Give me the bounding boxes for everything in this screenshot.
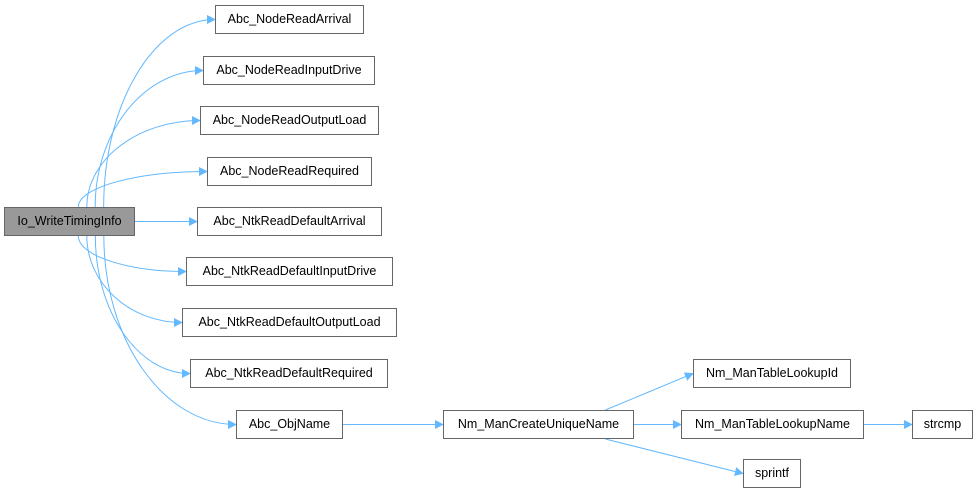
node-label: Abc_NodeReadInputDrive	[216, 63, 362, 78]
call-edge-root-to-required	[77, 167, 208, 208]
call-edge-root-to-output_load	[86, 116, 201, 208]
call-edge-root-to-def_output_load	[86, 235, 183, 327]
node-nm-mancreateuniquename[interactable]: Nm_ManCreateUniqueName	[443, 410, 634, 439]
call-edge-create_unique-to-sprintf	[605, 438, 744, 476]
node-label: Nm_ManCreateUniqueName	[457, 417, 620, 432]
node-label: Abc_NodeReadArrival	[227, 12, 352, 27]
node-sprintf[interactable]: sprintf	[743, 459, 801, 488]
node-abc-nodereadarrival[interactable]: Abc_NodeReadArrival	[215, 5, 364, 34]
node-label: Io_WriteTimingInfo	[17, 214, 122, 229]
call-edge-create_unique-to-lookup_id	[605, 372, 694, 411]
call-edge-root-to-arrival	[103, 15, 216, 208]
node-label: Nm_ManTableLookupName	[695, 417, 850, 432]
node-abc-ntkreaddefaultrequired[interactable]: Abc_NtkReadDefaultRequired	[190, 359, 388, 388]
node-abc-ntkreaddefaultarrival[interactable]: Abc_NtkReadDefaultArrival	[197, 207, 382, 236]
node-nm-mantablelookupid[interactable]: Nm_ManTableLookupId	[693, 359, 851, 388]
call-edge-root-to-input_drive	[94, 66, 204, 208]
node-label: Abc_NtkReadDefaultOutputLoad	[198, 315, 381, 330]
node-abc-objname[interactable]: Abc_ObjName	[236, 410, 343, 439]
node-io-writetiminginfo[interactable]: Io_WriteTimingInfo	[4, 207, 135, 236]
node-label: Abc_NodeReadOutputLoad	[212, 113, 367, 128]
node-label: Abc_NtkReadDefaultArrival	[213, 214, 366, 229]
node-label: Abc_NtkReadDefaultInputDrive	[202, 264, 377, 279]
call-edge-root-to-def_required	[94, 235, 191, 378]
node-strcmp[interactable]: strcmp	[912, 410, 973, 439]
node-label: strcmp	[923, 417, 962, 432]
node-label: Nm_ManTableLookupId	[705, 366, 839, 381]
node-abc-nodereadinputdrive[interactable]: Abc_NodeReadInputDrive	[203, 56, 375, 85]
node-label: Abc_NtkReadDefaultRequired	[205, 366, 373, 381]
node-abc-nodereadrequired[interactable]: Abc_NodeReadRequired	[207, 157, 372, 186]
call-edge-root-to-def_input_drive	[77, 235, 187, 276]
node-nm-mantablelookupname[interactable]: Nm_ManTableLookupName	[681, 410, 864, 439]
node-label: Abc_ObjName	[248, 417, 331, 432]
node-abc-ntkreaddefaultoutputload[interactable]: Abc_NtkReadDefaultOutputLoad	[182, 308, 397, 337]
node-label: Abc_NodeReadRequired	[220, 164, 359, 179]
node-label: sprintf	[754, 466, 790, 481]
call-edge-root-to-obj_name	[103, 235, 237, 429]
node-abc-nodereadoutputload[interactable]: Abc_NodeReadOutputLoad	[200, 106, 379, 135]
node-abc-ntkreaddefaultinputdrive[interactable]: Abc_NtkReadDefaultInputDrive	[186, 257, 393, 286]
